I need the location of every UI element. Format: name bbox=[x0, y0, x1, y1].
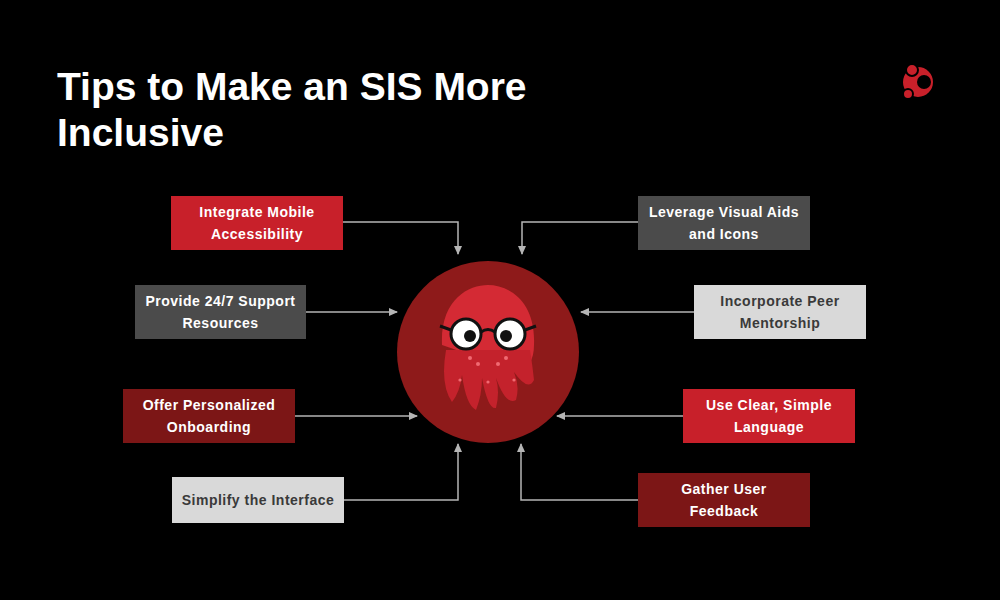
title: Tips to Make an SIS More Inclusive bbox=[57, 64, 597, 156]
tip-box: Offer Personalized Onboarding bbox=[123, 389, 295, 443]
tip-box: Use Clear, Simple Language bbox=[683, 389, 855, 443]
logo bbox=[903, 64, 933, 99]
tip-text: Simplify the Interface bbox=[182, 489, 335, 511]
tip-text: Leverage Visual Aids and Icons bbox=[646, 201, 802, 245]
tip-text: Use Clear, Simple Language bbox=[691, 394, 847, 438]
tip-box: Integrate Mobile Accessibility bbox=[171, 196, 343, 250]
tip-box: Provide 24/7 Support Resources bbox=[135, 285, 306, 339]
tip-box: Simplify the Interface bbox=[172, 477, 344, 523]
tip-text: Incorporate Peer Mentorship bbox=[702, 290, 858, 334]
tip-box: Incorporate Peer Mentorship bbox=[694, 285, 866, 339]
tip-text: Offer Personalized Onboarding bbox=[131, 394, 287, 438]
tip-text: Integrate Mobile Accessibility bbox=[179, 201, 335, 245]
tip-box: Gather User Feedback bbox=[638, 473, 810, 527]
tip-text: Provide 24/7 Support Resources bbox=[143, 290, 298, 334]
tip-text: Gather User Feedback bbox=[646, 478, 802, 522]
leader-arrows bbox=[294, 222, 694, 500]
octopus-mascot bbox=[440, 285, 536, 410]
tip-box: Leverage Visual Aids and Icons bbox=[638, 196, 810, 250]
center-circle bbox=[397, 261, 579, 443]
